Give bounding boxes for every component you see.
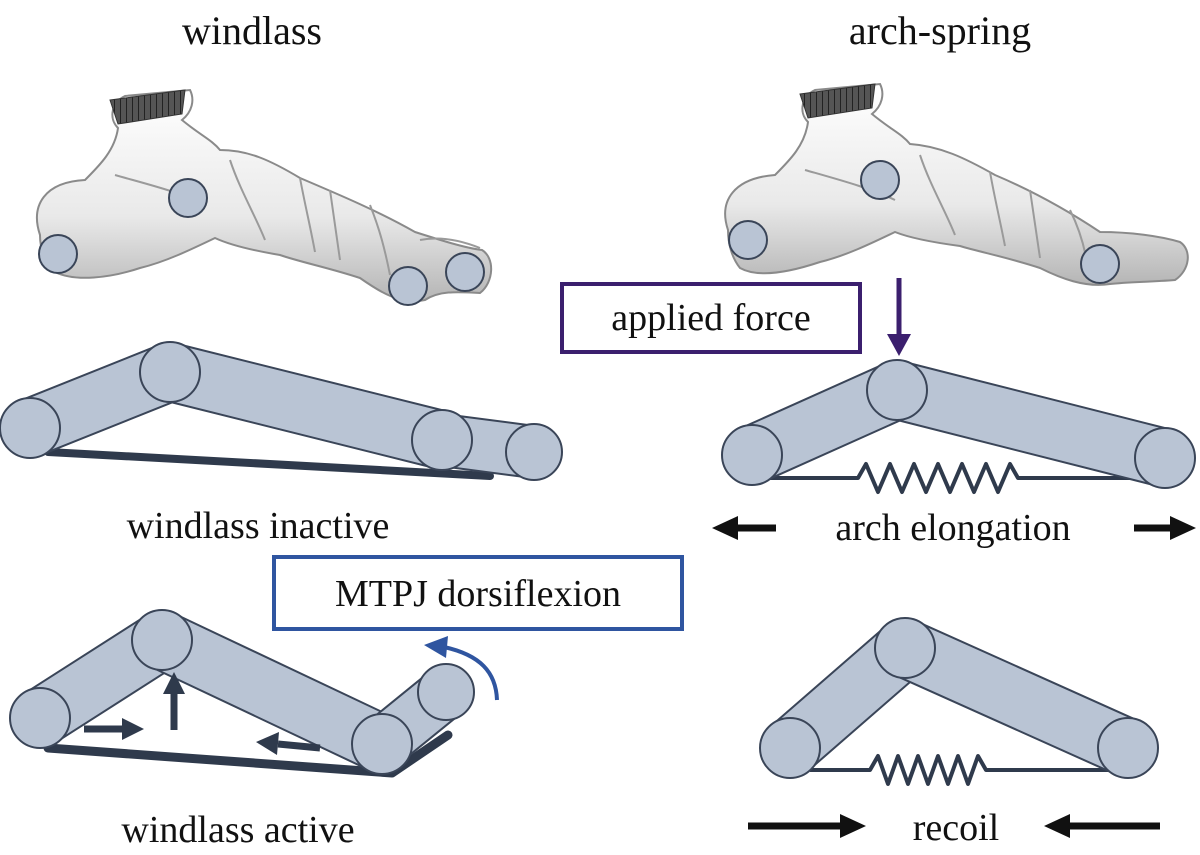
fore-segment-fill — [142, 344, 470, 468]
left-arrowhead — [712, 516, 738, 540]
pull-left-arrowhead — [256, 732, 279, 755]
recoil-annotation: recoil — [748, 807, 1160, 849]
windlass-inactive-label: windlass inactive — [127, 505, 390, 547]
arch-spring-loaded-model — [721, 359, 1196, 494]
plantar-fascia — [44, 448, 494, 480]
right-arrowhead — [1170, 516, 1196, 540]
rotation-arrowhead — [424, 636, 448, 658]
toe-joint — [505, 423, 563, 481]
toe-joint — [417, 663, 475, 721]
rotation-arrow-arc — [443, 645, 499, 701]
talus-joint — [131, 609, 193, 671]
apex-joint — [874, 617, 936, 679]
fore-segment-fill — [877, 620, 1156, 776]
spring-recoiled — [810, 754, 1108, 786]
mtp-joint — [411, 409, 473, 471]
rear-joint — [759, 717, 821, 779]
windlass-active-label: windlass active — [121, 809, 354, 851]
inward-right-arrowhead — [840, 814, 866, 838]
applied-force-box — [560, 282, 862, 354]
mtpj-dorsiflexion-callout: MTPJ dorsiflexion — [272, 555, 684, 701]
lift-up-arrowhead — [163, 672, 185, 694]
windlass-inactive-model — [0, 341, 563, 481]
recoil-label: recoil — [913, 807, 1000, 849]
applied-force-arrowhead — [887, 334, 911, 356]
arch-elongation-annotation: arch elongation — [712, 507, 1196, 549]
windlass-title: windlass — [182, 8, 322, 53]
pull-left-arrow-shaft — [277, 740, 321, 752]
push-right-arrowhead — [122, 718, 144, 740]
fore-segment-fill — [869, 362, 1193, 486]
arch-elongation-label: arch elongation — [835, 507, 1070, 549]
talus-joint — [139, 341, 201, 403]
calcaneus-joint — [9, 687, 71, 749]
spring-loaded — [770, 462, 1162, 494]
calcaneus-joint — [0, 397, 61, 459]
arch-spring-recoil-model — [759, 617, 1159, 786]
foot-skeleton-right — [724, 82, 1189, 286]
apex-joint — [866, 359, 928, 421]
inward-left-arrowhead — [1044, 814, 1070, 838]
applied-force-callout: applied force — [560, 278, 911, 356]
mtp-joint — [351, 713, 413, 775]
windlass-active-model — [9, 609, 475, 778]
rear-joint — [721, 424, 783, 486]
arch-spring-title: arch-spring — [849, 8, 1031, 53]
foot-skeleton-left — [36, 88, 493, 306]
fore-joint — [1097, 717, 1159, 779]
fore-segment-fill — [134, 612, 410, 772]
applied-force-label: applied force — [611, 297, 810, 339]
mtpj-dorsiflexion-label: MTPJ dorsiflexion — [335, 573, 621, 615]
mtpj-dorsiflexion-box — [272, 555, 684, 631]
fore-joint — [1134, 427, 1196, 489]
